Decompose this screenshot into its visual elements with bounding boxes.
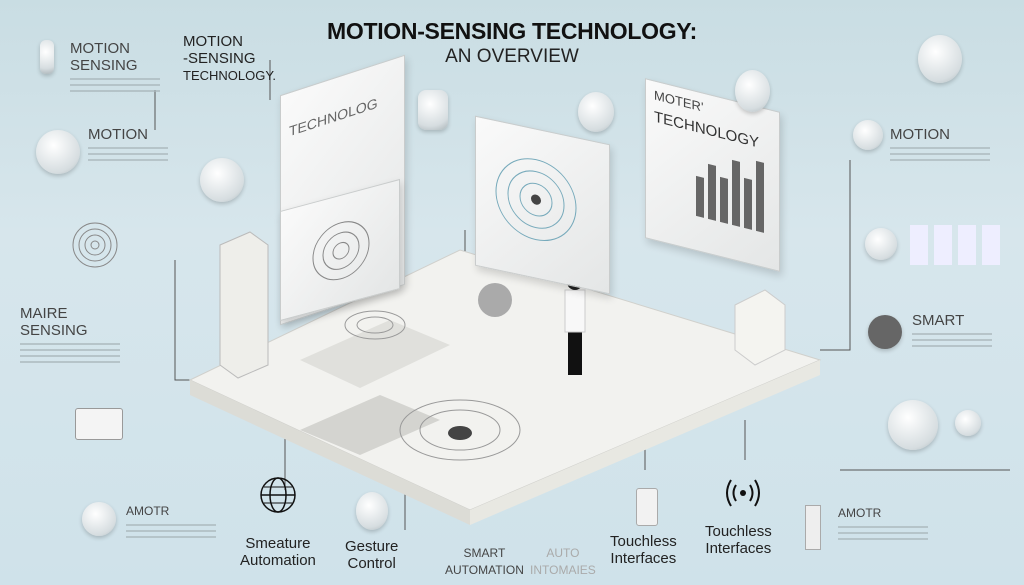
camera-icon [418,90,448,130]
camera-icon [356,492,388,530]
left-label-5: AMOTR [126,503,216,542]
label-line: AMOTR [126,504,170,518]
page-title: MOTION-SENSING TECHNOLOGY: [327,18,697,44]
sensor-dial-icon [82,502,116,536]
label-line: TECHNOLOGY. [183,68,276,83]
label-line: AMOTR [838,506,882,520]
label-line: Interfaces [610,550,677,567]
label-line: INTOMAIES [530,563,596,577]
label-line: AUTO [546,546,580,560]
label-line: AUTOMATION [445,563,524,577]
robot-icon [868,315,902,349]
label-line: MOTION [183,33,243,50]
label-line: Gesture [345,538,399,555]
tablet-icon [636,488,658,526]
sensor-icon [735,70,770,112]
center-screen-panel [475,115,610,295]
label-line: SENSING [70,57,138,74]
sensor-icon [865,228,897,260]
label-line: Smeature [245,535,311,552]
bottom-label-3: SMART AUTOMATION [445,545,524,579]
label-line: -SENSING [183,50,256,67]
label-line: Touchless [705,523,772,540]
sensor-icon [578,92,614,132]
left-label-3: MOTION [88,126,168,165]
motion-sensor-icon [36,130,80,174]
camera-sensor-icon [200,158,244,202]
right-label-1: MOTION [890,126,990,165]
left-screen-text: TECHNOLOG [289,94,378,140]
bar-graphic [696,159,764,233]
label-line: MOTION [70,40,130,57]
label-line: Touchless [610,533,677,550]
right-screen-panel: MOTER' TECHNOLOGY [645,78,780,272]
label-line: SMART [912,312,965,329]
briefcase-icon [75,408,123,440]
label-line: Control [347,555,396,572]
right-label-2: SMART [912,312,992,351]
label-line: SENSING [20,322,88,339]
label-line: Automation [240,552,316,569]
bottom-label-4: AUTO INTOMAIES [530,545,596,579]
user-icon [955,410,981,436]
left-label-1: MOTION SENSING [70,40,160,96]
left-label-2: MOTION -SENSING TECHNOLOGY. [183,33,276,84]
label-line: MOTION [88,126,148,143]
motion-icon [853,120,883,150]
ripple-screen-panel [280,178,400,322]
fingerprint-icon [72,222,118,268]
cards-icon [910,225,1005,265]
door-sensor-icon [805,505,821,550]
right-label-3: AMOTR [838,505,928,544]
dome-camera-icon [918,35,962,83]
motion-ripple-icon [495,158,577,242]
left-label-4: MAIRE SENSING [20,305,120,367]
label-line: Interfaces [705,540,772,557]
label-line: SMART [463,546,506,560]
wireless-signal-icon [726,479,760,507]
sensor-icon [40,40,54,74]
globe-icon [260,477,296,513]
page-subtitle: AN OVERVIEW [445,46,579,67]
ripple-icon [312,221,370,281]
label-line: MOTION [890,126,950,143]
gear-icon [888,400,938,450]
label-line: MAIRE [20,305,68,322]
